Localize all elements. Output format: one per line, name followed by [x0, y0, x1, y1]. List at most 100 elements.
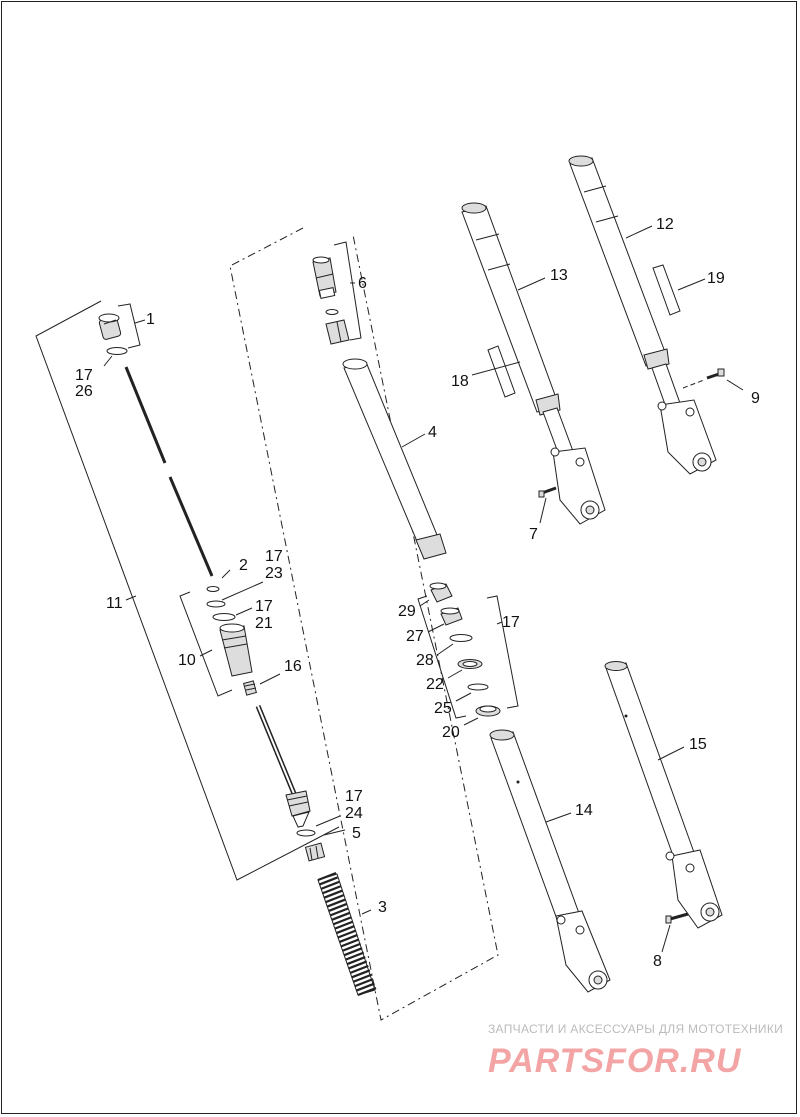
oring-17-26 — [106, 347, 128, 355]
spring-coil — [328, 902, 348, 912]
spring-coil — [343, 947, 363, 957]
part-3-main-spring — [317, 871, 377, 997]
callout-22: 22 — [426, 676, 444, 693]
bracket-11 — [35, 300, 340, 881]
part-12-fork-leg — [568, 155, 717, 475]
spring-coil — [348, 960, 368, 970]
spring-coil — [317, 871, 337, 882]
callout-17c: 17 — [255, 598, 273, 615]
part-1-cap — [98, 313, 122, 340]
spring-coil — [339, 933, 358, 943]
part-19-reflector — [652, 264, 681, 316]
spring-coil — [346, 956, 366, 966]
ring-23 — [206, 600, 226, 608]
callout-29: 29 — [398, 603, 416, 620]
callout-17a: 17 — [75, 367, 93, 384]
part-28-washer — [449, 634, 473, 642]
spring-coil — [357, 986, 377, 997]
callout-15: 15 — [689, 736, 707, 753]
part-14-fork-leg — [489, 729, 611, 993]
part-29-bushing — [429, 582, 453, 603]
callout-3: 3 — [378, 899, 387, 916]
callout-24: 24 — [345, 805, 363, 822]
spring-coil — [326, 898, 346, 908]
callout-21: 21 — [255, 615, 273, 632]
ring-21 — [212, 613, 236, 621]
callout-6: 6 — [358, 275, 367, 292]
spring-coil — [349, 964, 369, 974]
spring-coil — [352, 973, 372, 983]
callout-9: 9 — [751, 390, 760, 407]
spring-coil — [356, 982, 375, 992]
spring-coil — [345, 951, 365, 961]
callout-4: 4 — [428, 424, 437, 441]
callout-17d: 17 — [345, 788, 363, 805]
spring-coil — [354, 978, 374, 988]
part-13-fork-leg — [461, 202, 606, 525]
callout-5: 5 — [352, 825, 361, 842]
callout-18: 18 — [451, 373, 469, 390]
bracket-1 — [117, 303, 141, 349]
callout-27: 27 — [406, 628, 424, 645]
bracket-10 — [179, 591, 233, 697]
spring-coil — [325, 894, 345, 904]
part-27-bushing — [440, 607, 463, 626]
callout-25: 25 — [434, 700, 452, 717]
bracket-6 — [333, 241, 362, 341]
part-18-reflector — [487, 345, 516, 398]
spring-coil — [323, 889, 343, 899]
leader-lines — [103, 225, 744, 953]
spring-coil — [336, 925, 355, 935]
part-16-spring — [243, 680, 257, 696]
part-25-clip — [467, 683, 489, 691]
ring-2 — [206, 586, 220, 592]
callout-1: 1 — [146, 311, 155, 328]
spring-coil — [320, 880, 340, 890]
dashed-bracket-4 — [229, 227, 499, 1021]
callout-10: 10 — [178, 652, 196, 669]
spring-coil — [331, 911, 351, 921]
valve-assembly — [285, 790, 311, 828]
part-9-bolt — [682, 368, 725, 389]
spring-coil — [322, 885, 342, 895]
spring-coil — [342, 942, 362, 952]
spring-coil — [340, 938, 360, 948]
spring-coil — [319, 876, 338, 886]
watermark-logo: PARTSFOR.RU — [488, 1042, 742, 1080]
callout-12: 12 — [656, 216, 674, 233]
callout-16: 16 — [284, 658, 302, 675]
watermark-tagline: ЗАПЧАСТИ И АКСЕССУАРЫ ДЛЯ МОТОТЕХНИКИ — [488, 1022, 783, 1036]
callout-17b: 17 — [265, 548, 283, 565]
callout-17e: 17 — [502, 614, 520, 631]
spring-coil — [337, 929, 357, 939]
callout-19: 19 — [707, 270, 725, 287]
spring-coil — [351, 969, 371, 979]
part-6-adjuster — [312, 256, 350, 345]
callout-14: 14 — [575, 802, 593, 819]
damper-rod-upper — [124, 366, 167, 464]
part-4-inner-tube — [342, 358, 447, 560]
part-22-seal — [457, 659, 483, 669]
part-7-bolt — [538, 486, 557, 498]
callout-26: 26 — [75, 383, 93, 400]
part-15-fork-leg — [604, 661, 723, 929]
callout-20: 20 — [442, 724, 460, 741]
callout-8: 8 — [653, 953, 662, 970]
part-8-bolt — [665, 912, 689, 924]
ring-24 — [296, 829, 316, 837]
part-20-dust-seal — [475, 705, 501, 717]
spring-coil — [329, 907, 349, 917]
callout-23: 23 — [265, 565, 283, 582]
callout-28: 28 — [416, 652, 434, 669]
bracket-17-bushings — [417, 595, 467, 719]
callout-13: 13 — [550, 267, 568, 284]
callout-2: 2 — [239, 557, 248, 574]
callout-11: 11 — [106, 595, 123, 612]
spring-coil — [332, 916, 352, 926]
callout-7: 7 — [529, 526, 538, 543]
spring-coil — [334, 920, 354, 930]
part-10-cartridge — [219, 623, 253, 677]
part-5-nut — [304, 842, 326, 862]
